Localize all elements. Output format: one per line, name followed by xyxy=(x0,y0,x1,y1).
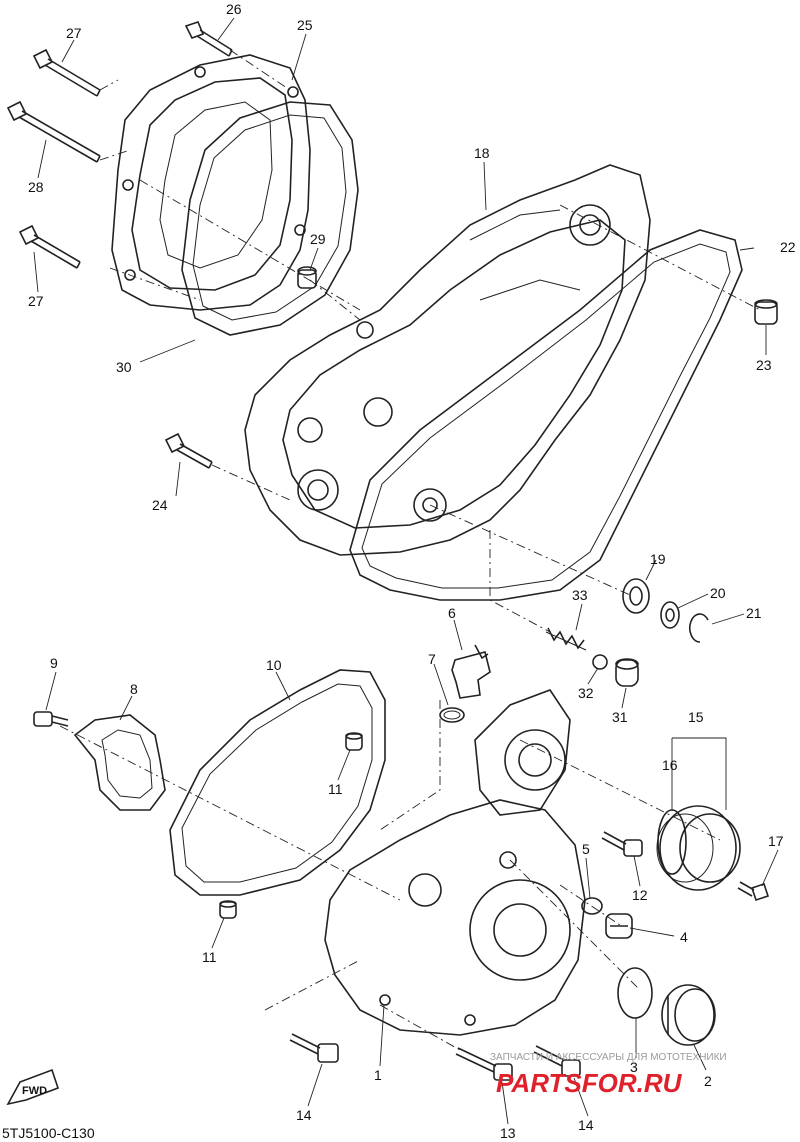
part-label-9: 9 xyxy=(50,655,58,671)
alignment-lines xyxy=(59,49,761,1051)
part-label-20: 20 xyxy=(710,585,726,601)
part-label-11-upper: 11 xyxy=(328,781,343,797)
part-labels: 26 25 27 28 27 29 30 18 22 23 24 19 20 2… xyxy=(28,1,796,1141)
plunger-31 xyxy=(615,658,639,687)
bolt-13 xyxy=(455,1047,513,1081)
circlip-21 xyxy=(689,613,709,643)
spring-33 xyxy=(545,627,587,651)
part-label-6: 6 xyxy=(448,605,456,621)
part-label-27-upper: 27 xyxy=(66,25,82,41)
part-label-24: 24 xyxy=(152,497,168,513)
part-label-14-left: 14 xyxy=(296,1107,312,1123)
dowel-29 xyxy=(297,266,317,289)
gasket-8 xyxy=(73,714,166,811)
watermark: ЗАПЧАСТИ И АКСЕССУАРЫ ДЛЯ МОТОТЕХНИКИ PA… xyxy=(490,1052,727,1098)
part-label-17: 17 xyxy=(768,833,784,849)
dowel-11-upper xyxy=(345,732,363,751)
plug-4 xyxy=(605,913,633,939)
bolt-12 xyxy=(601,831,643,857)
diagram-code: 5TJ5100-C130 xyxy=(2,1125,95,1141)
part-label-19: 19 xyxy=(650,551,666,567)
bolt-24 xyxy=(164,432,213,469)
part-label-32: 32 xyxy=(578,685,594,701)
washer-20 xyxy=(660,601,680,629)
ball-32 xyxy=(592,654,608,670)
part-label-29: 29 xyxy=(310,231,326,247)
part-label-2: 2 xyxy=(704,1073,712,1089)
part-label-10: 10 xyxy=(266,657,282,673)
part-label-12: 12 xyxy=(632,887,648,903)
dowel-11-lower xyxy=(219,900,237,919)
cover-15 xyxy=(656,805,741,891)
dowel-23 xyxy=(754,299,778,325)
fwd-label: FWD xyxy=(22,1085,47,1097)
bolt-14-left xyxy=(289,1033,339,1063)
part-label-11-lower: 11 xyxy=(202,949,217,965)
crankcase-cover-1 xyxy=(324,689,586,1036)
plug-2 xyxy=(661,984,716,1046)
bolt-14-right xyxy=(533,1045,581,1077)
part-label-1: 1 xyxy=(374,1067,382,1083)
part-label-5: 5 xyxy=(582,841,590,857)
bolt-26 xyxy=(184,21,233,57)
clutch-cover-gasket-30 xyxy=(181,101,359,336)
part-label-8: 8 xyxy=(130,681,138,697)
watermark-caption: ЗАПЧАСТИ И АКСЕССУАРЫ ДЛЯ МОТОТЕХНИКИ xyxy=(490,1052,727,1063)
o-ring-3 xyxy=(617,967,653,1019)
part-label-21: 21 xyxy=(746,605,762,621)
part-label-13: 13 xyxy=(500,1125,516,1141)
part-label-33: 33 xyxy=(572,587,588,603)
part-label-22: 22 xyxy=(780,239,796,255)
part-label-25: 25 xyxy=(297,17,313,33)
o-ring-5 xyxy=(581,897,603,915)
part-label-14-right: 14 xyxy=(578,1117,594,1133)
fwd-arrow: FWD xyxy=(6,1068,60,1106)
gasket-10 xyxy=(169,669,386,896)
part-label-23: 23 xyxy=(756,357,772,373)
bolt-9 xyxy=(33,711,69,727)
oil-level-gauge-6 xyxy=(451,644,491,699)
part-label-4: 4 xyxy=(680,929,688,945)
o-ring-7 xyxy=(439,707,465,723)
part-label-3: 3 xyxy=(630,1059,638,1075)
crankcase-gasket-22 xyxy=(349,229,743,601)
label-leaders xyxy=(33,17,779,1125)
part-label-18: 18 xyxy=(474,145,490,161)
clutch-cover-25 xyxy=(111,54,311,311)
part-label-16: 16 xyxy=(662,757,678,773)
watermark-logo: PARTSFOR.RU xyxy=(496,1068,683,1098)
part-label-15: 15 xyxy=(688,709,704,725)
bolt-27-upper xyxy=(32,48,101,97)
bolt-28 xyxy=(6,100,101,163)
bolt-17 xyxy=(737,881,770,902)
part-label-7: 7 xyxy=(428,651,436,667)
part-label-30: 30 xyxy=(116,359,132,375)
part-label-27-lower: 27 xyxy=(28,293,44,309)
bolt-27-lower xyxy=(18,224,81,269)
part-label-28: 28 xyxy=(28,179,44,195)
oil-seal-19 xyxy=(622,578,650,614)
part-label-26: 26 xyxy=(226,1,242,17)
crankcase-cover-18 xyxy=(244,164,651,556)
part-label-31: 31 xyxy=(612,709,628,725)
